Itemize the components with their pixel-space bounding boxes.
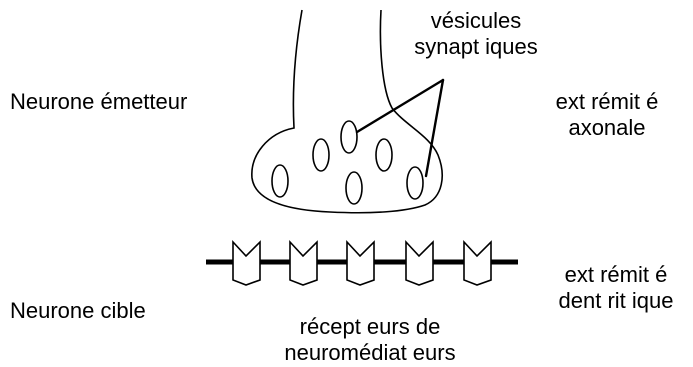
label-dendrite-terminal: ext rémit é dent rit ique: [543, 262, 689, 314]
vesicle: [341, 121, 357, 153]
label-synaptic-vesicles-line1: vésicules: [386, 8, 566, 34]
receptor: [233, 242, 260, 285]
label-emitter-neuron: Neurone émetteur: [10, 89, 187, 115]
label-axon-terminal-line2: axonale: [543, 115, 671, 141]
label-neurotransmitter-receptors: récept eurs de neuromédiat eurs: [252, 314, 488, 366]
vesicle: [346, 172, 362, 204]
vesicle-pointer-lines: [357, 80, 443, 176]
label-synaptic-vesicles-line2: synapt iques: [386, 34, 566, 60]
label-axon-terminal: ext rémit é axonale: [543, 89, 671, 141]
synaptic-vesicles: [272, 121, 423, 204]
label-synaptic-vesicles: vésicules synapt iques: [386, 8, 566, 60]
label-dendrite-terminal-line2: dent rit ique: [543, 288, 689, 314]
label-dendrite-terminal-line1: ext rémit é: [543, 262, 689, 288]
vesicle: [272, 165, 288, 197]
receptor: [347, 242, 374, 285]
receptor: [464, 242, 491, 285]
vesicle: [313, 139, 329, 171]
label-axon-terminal-line1: ext rémit é: [543, 89, 671, 115]
receptor: [290, 242, 317, 285]
vesicle: [376, 139, 392, 171]
label-target-neuron: Neurone cible: [10, 298, 146, 324]
vesicle: [407, 167, 423, 199]
label-receptors-line2: neuromédiat eurs: [252, 340, 488, 366]
receptor: [406, 242, 433, 285]
label-receptors-line1: récept eurs de: [252, 314, 488, 340]
